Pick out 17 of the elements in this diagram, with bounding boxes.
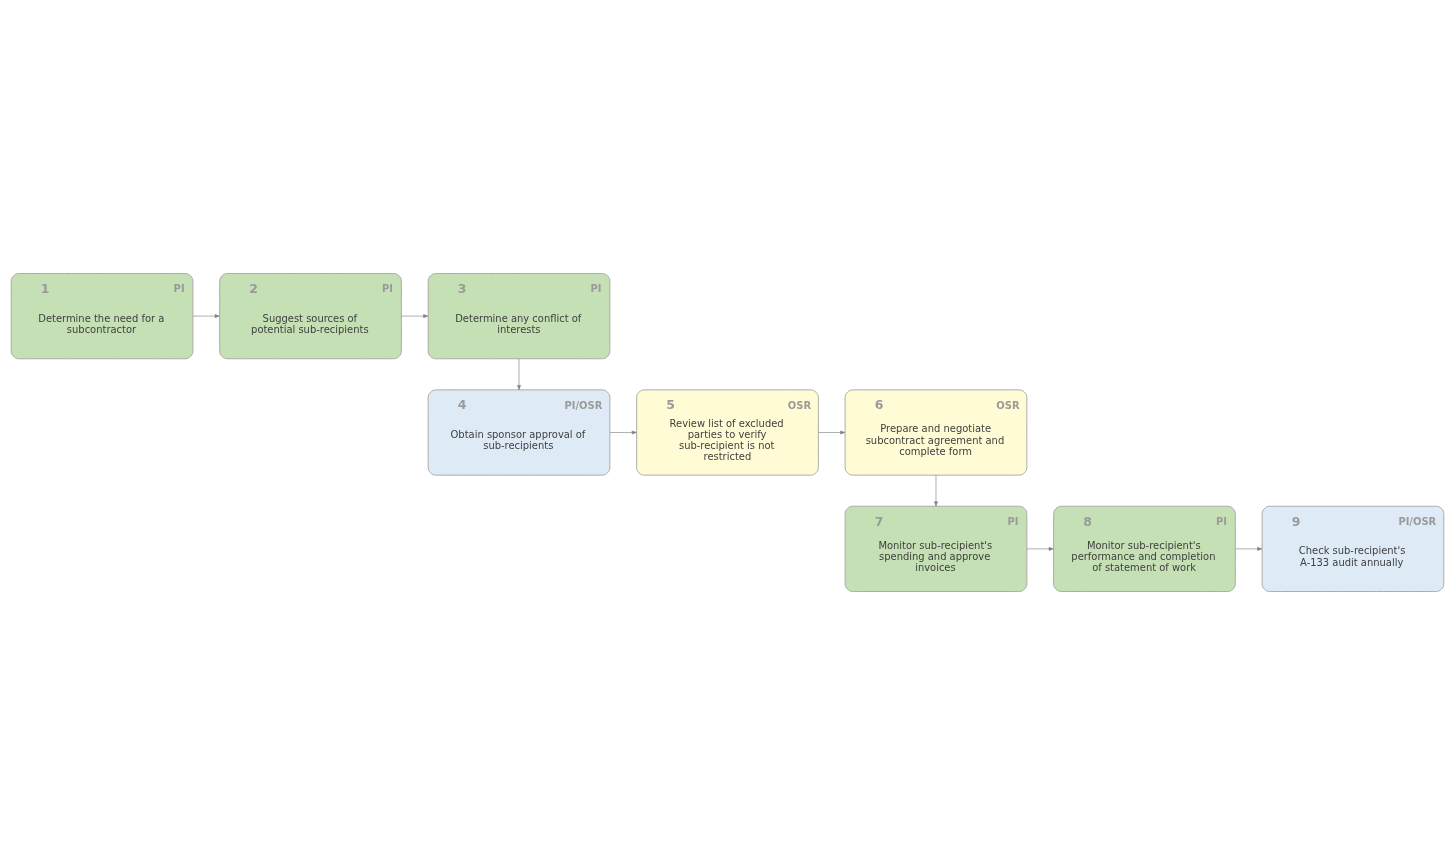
node-box: 4 PI/OSR Obtain sponsor approval of sub-recipients (427, 388, 611, 476)
arrow (192, 313, 220, 318)
arrow (1235, 546, 1263, 551)
node-box: 8 PI Monitor sub-recipient's performance and completion of statement of work (1053, 505, 1236, 592)
node-box: 2 PI Suggest sources of potential sub-recipients (219, 272, 402, 359)
arrow (818, 430, 846, 434)
arrow (609, 430, 637, 434)
arrow (517, 358, 521, 390)
node-box: 1 PI Determine the need for a subcontractor (10, 272, 194, 359)
node-box: 9 PI/OSR Check sub-recipient's A-133 audit annually (1261, 505, 1445, 592)
arrow (1026, 546, 1054, 551)
arrow (401, 313, 429, 318)
node-box: 5 OSR Review list of excluded parties to verify sub-recipient is not restricted (636, 388, 819, 476)
node-box: 3 PI Determine any conflict of interests (427, 272, 611, 359)
node-box: 6 OSR Prepare and negotiate subcontract agreement and complete form (844, 388, 1028, 476)
arrow (934, 474, 938, 506)
node-box: 7 PI Monitor sub-recipient's spending and approve invoices (844, 505, 1028, 592)
